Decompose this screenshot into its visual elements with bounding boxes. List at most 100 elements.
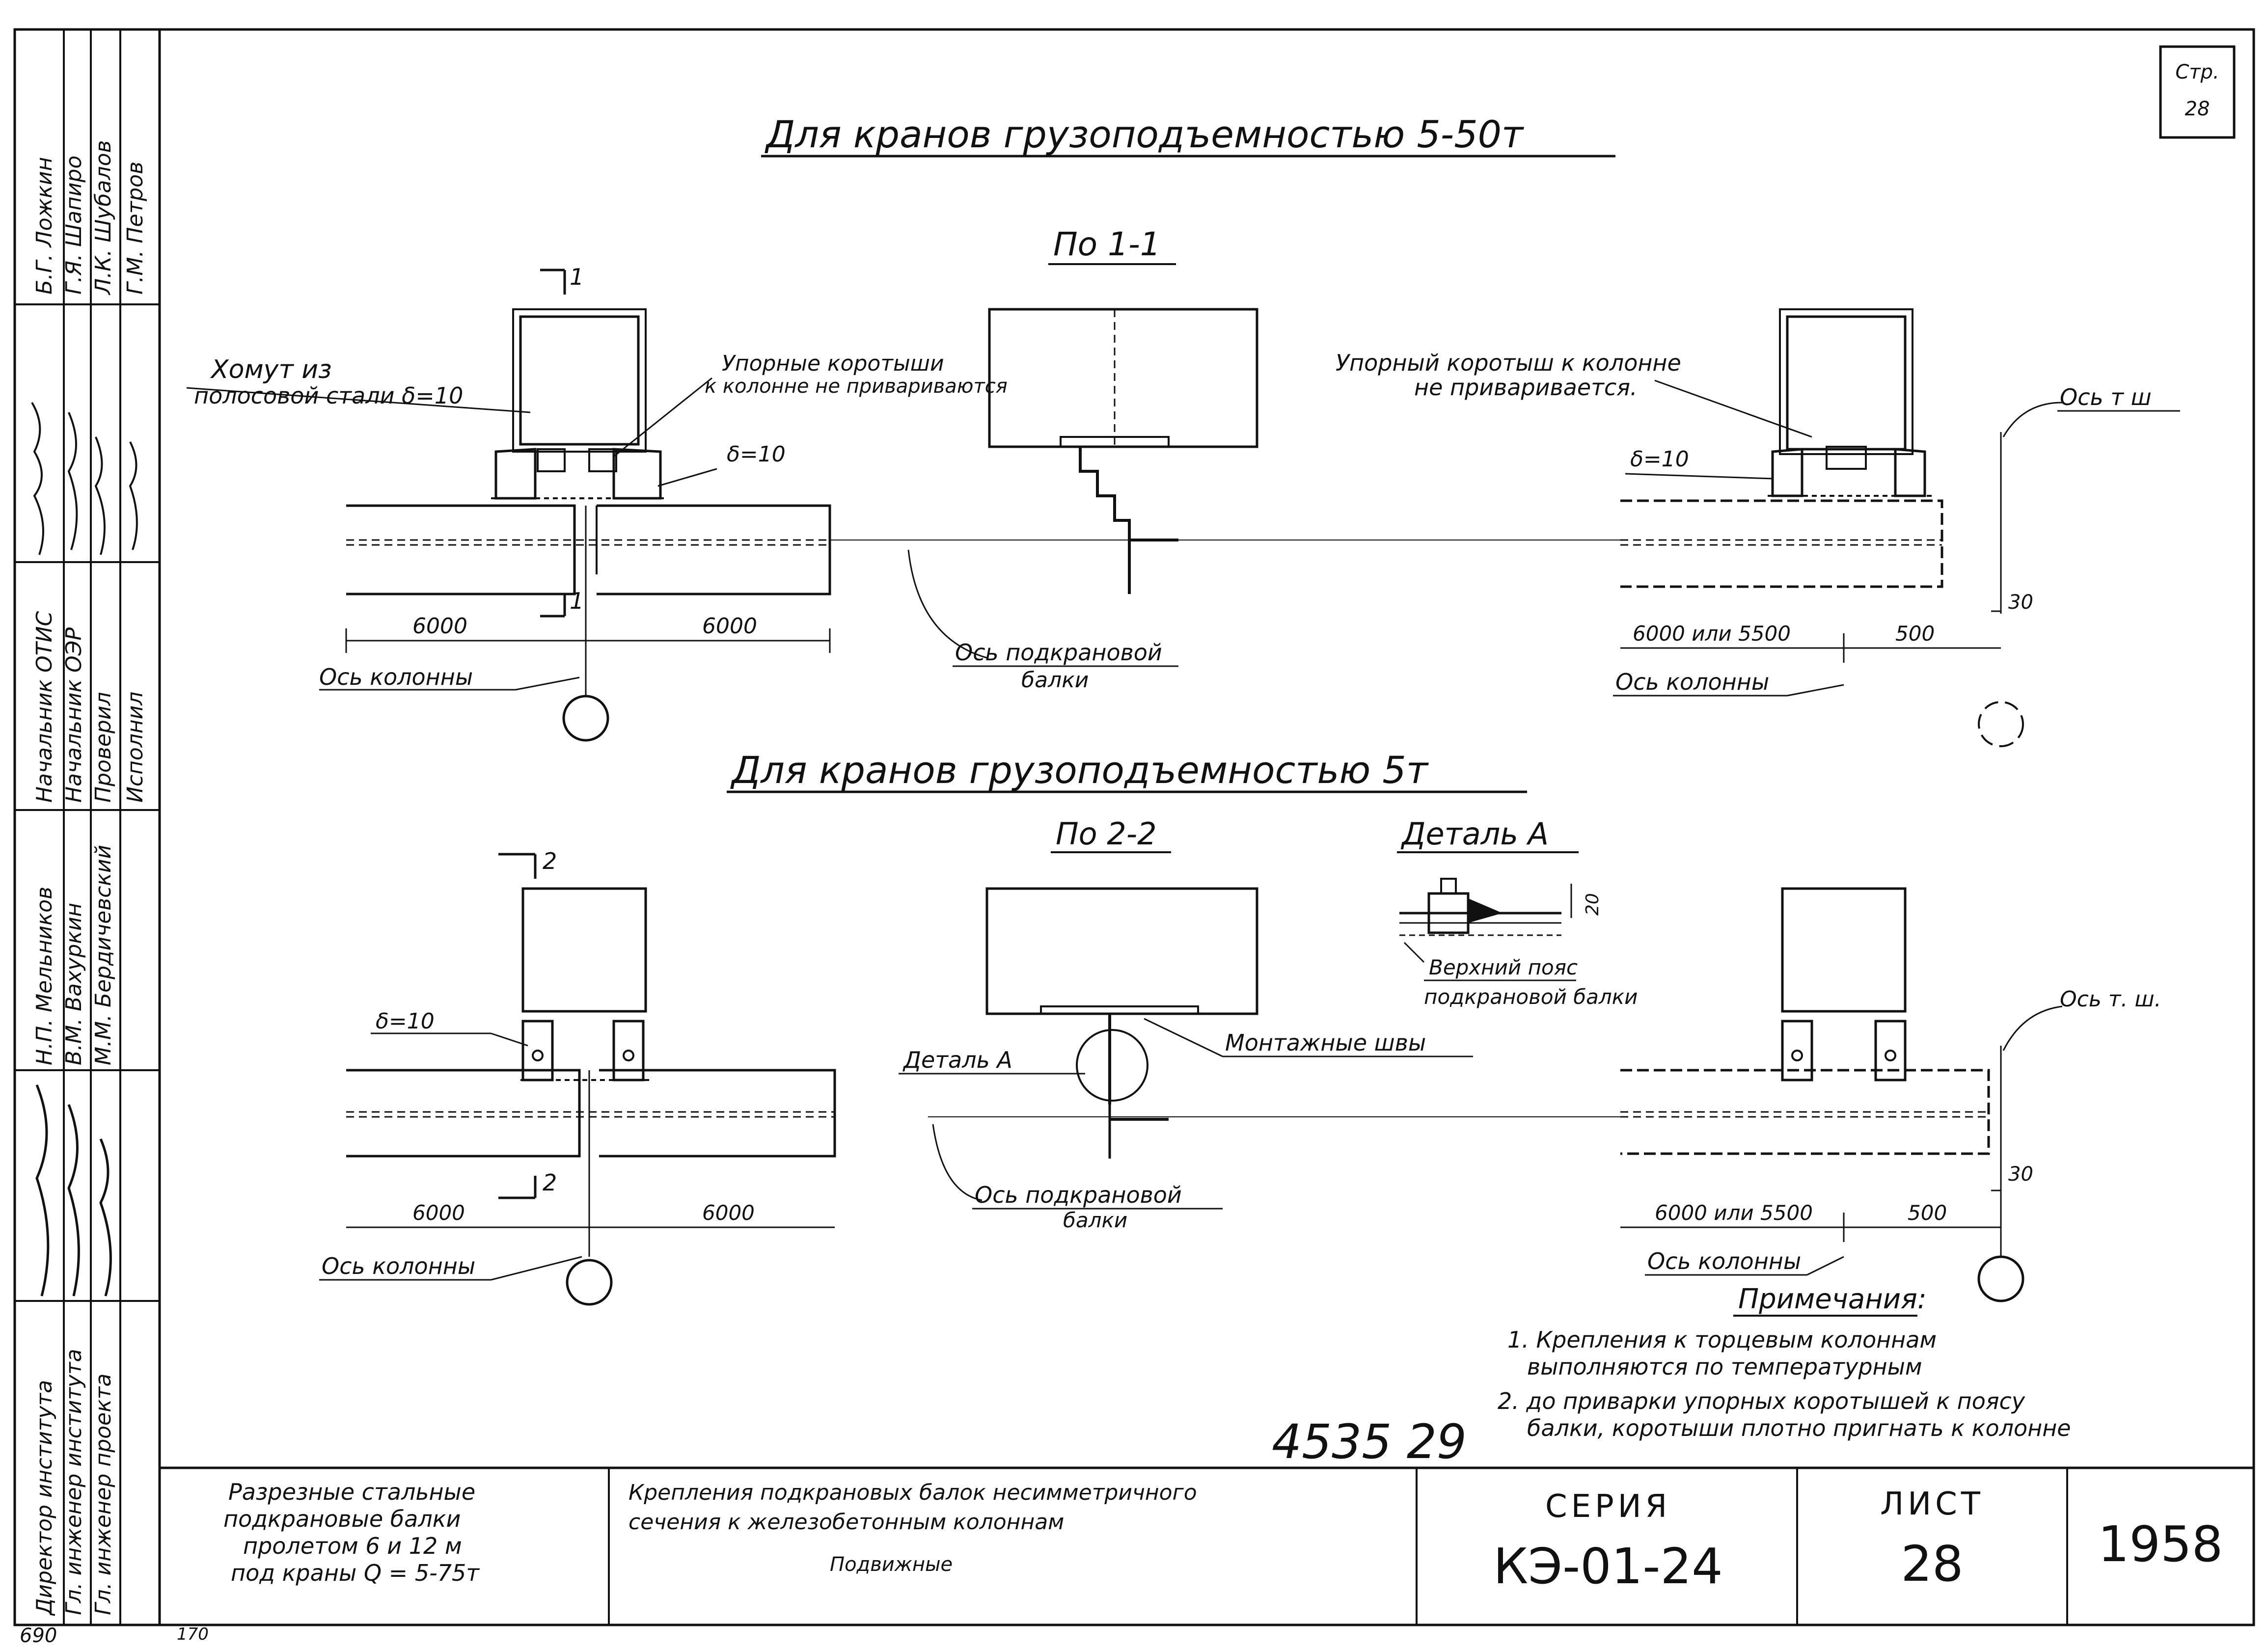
axis-beam-1: Ось подкрановой: [955, 639, 1162, 666]
name-7: М.М. Бердичевский: [91, 845, 116, 1065]
detail-dim-20: 20: [1583, 893, 1603, 916]
top-left-assembly: 1 1 6000 6000 Ось колонны Хомут из полос…: [186, 264, 1008, 742]
name-2: Г.Я. Шапиро: [61, 156, 86, 295]
subject-1: Крепления подкрановых балок несимметричн…: [628, 1480, 1197, 1505]
signature-scribble: [99, 1138, 112, 1297]
end-column-axis-marker: [1978, 701, 2024, 747]
signature-scribble: [67, 1104, 80, 1297]
role-6: Гл. инженер института: [61, 1349, 86, 1615]
end-column-section-2: [1781, 887, 1907, 1013]
role-7: Гл. инженер проекта: [91, 1374, 116, 1615]
sheet-label: ЛИСТ: [1880, 1486, 1984, 1522]
section-title-top: Для кранов грузоподъемностью 5-50т: [765, 112, 1525, 156]
desc-4: под краны Q = 5-75т: [231, 1560, 480, 1586]
notes-block: Примечания: 1. Крепления к торцевым коло…: [1498, 1283, 2071, 1441]
dim-r1-bottom: 6000 или 5500: [1655, 1201, 1813, 1225]
subject-3: Подвижные: [830, 1553, 953, 1576]
notes-title: Примечания:: [1738, 1283, 1927, 1315]
subject-2: сечения к железобетонным колоннам: [628, 1510, 1064, 1535]
delta-right-top: δ=10: [1630, 447, 1689, 472]
corner-number-mid: 170: [177, 1624, 209, 1644]
label-stop-right-1: Упорный коротыш к колонне: [1336, 350, 1681, 376]
role-4: Исполнил: [123, 692, 148, 803]
dim-6000-b: 6000: [702, 614, 757, 639]
column-axis-marker-2: [566, 1259, 613, 1306]
note-line-3: 2. до приварки упорных коротышей к поясу: [1498, 1388, 2025, 1414]
column-cut: [988, 308, 1258, 448]
signature-scribble: [35, 1084, 50, 1297]
name-6: В.М. Вахуркин: [61, 903, 86, 1065]
page-label: Стр.: [2175, 61, 2219, 83]
cut-mark-1-top: 1: [570, 264, 584, 290]
title-block: Разрезные стальные подкрановые балки про…: [160, 1466, 2254, 1625]
name-3: Л.К. Шубалов: [91, 140, 116, 296]
bottom-left-assembly: 2 2 δ=10 6000 6000 Ось колонны: [319, 848, 836, 1306]
view-title-2-2: По 2-2: [1056, 816, 1157, 852]
signature-scribble: [67, 412, 78, 550]
section-title-bottom: Для кранов грузоподъемностью 5т: [730, 748, 1429, 792]
desc-1: Разрезные стальные: [228, 1479, 475, 1505]
desc-2: подкрановые балки: [223, 1506, 461, 1532]
axis-beam-2: балки: [1021, 668, 1089, 693]
bottom-middle-section: Деталь А Монтажные швы Ось подкрановой б…: [899, 887, 1620, 1232]
column-axis-marker: [562, 695, 609, 742]
signature-strip: Начальник ОТИС Начальник ОЭР Проверил Ис…: [31, 140, 148, 1616]
column-section-2: [521, 887, 647, 1013]
desc-3: пролетом 6 и 12 м: [243, 1533, 462, 1559]
dim-r3-bottom: 30: [2008, 1163, 2033, 1186]
axis-column-right-bottom: Ось колонны: [1647, 1248, 1801, 1274]
dim-6000-d: 6000: [702, 1201, 755, 1225]
corner-number-left: 690: [20, 1624, 57, 1647]
role-1: Начальник ОТИС: [32, 611, 57, 803]
signature-scribble: [31, 402, 44, 555]
outer-frame: [13, 28, 2255, 1626]
signature-scribble: [129, 441, 138, 550]
name-1: Б.Г. Ложкин: [32, 157, 57, 295]
cut-mark-2-top: 2: [543, 848, 557, 874]
detail-a-drawing: 20 Верхний пояс подкрановой балки: [1399, 878, 1638, 1009]
series-label: СЕРИЯ: [1545, 1488, 1671, 1525]
dim-r3-top: 30: [2008, 591, 2033, 614]
end-column-section: [1786, 315, 1907, 451]
detail-cap-1: Верхний пояс: [1429, 955, 1578, 979]
role-5: Директор института: [32, 1380, 57, 1616]
label-clamp-1: Хомут из: [210, 355, 332, 384]
axis-column-right-top: Ось колонны: [1615, 669, 1769, 695]
role-2: Начальник ОЭР: [61, 627, 86, 803]
detail-a-callout-circle: [1076, 1029, 1148, 1102]
handwritten-number: 4535 29: [1272, 1414, 1467, 1469]
label-stop-right-2: не приваривается.: [1414, 374, 1638, 401]
note-line-2: выполняются по температурным: [1527, 1353, 1922, 1380]
bottom-right-assembly: Ось т. ш. 6000 или 5500 500 30 Ось колон…: [1620, 887, 2161, 1302]
year: 1958: [2098, 1515, 2223, 1573]
delta-left-bottom: δ=10: [376, 1009, 435, 1034]
column-section: [519, 315, 640, 446]
page-number: 28: [2185, 98, 2210, 120]
delta-left-top: δ=10: [727, 442, 786, 467]
note-line-4: балки, коротыши плотно пригнать к колонн…: [1527, 1415, 2071, 1441]
dim-6000-c: 6000: [412, 1201, 465, 1225]
dim-r2-top: 500: [1895, 622, 1935, 646]
axis-beam-2-bottom: балки: [1063, 1208, 1127, 1232]
cut-mark-2-bottom: 2: [543, 1169, 557, 1196]
axis-ts-bottom: Ось т. ш.: [2060, 987, 2161, 1012]
top-middle-section: Ось подкрановой балки: [830, 308, 1620, 693]
weld-label: Монтажные швы: [1225, 1029, 1426, 1056]
detail-a-label: Деталь А: [902, 1047, 1012, 1073]
top-right-assembly: Ось т ш Упорный коротыш к колонне не при…: [1336, 308, 2180, 747]
axis-column-label: Ось колонны: [319, 664, 473, 690]
name-5: Н.П. Мельников: [32, 887, 57, 1065]
end-column-axis-marker-2: [1977, 1255, 2024, 1302]
dim-r2-bottom: 500: [1908, 1201, 1947, 1225]
column-cut-2: [985, 887, 1258, 1015]
cut-mark-1-bottom: 1: [570, 588, 584, 614]
label-stops-1: Упорные коротыши: [722, 351, 944, 376]
axis-column-label-2: Ось колонны: [322, 1253, 475, 1279]
dim-r1-top: 6000 или 5500: [1633, 622, 1791, 646]
page-number-box: [2159, 45, 2236, 139]
series-value: КЭ-01-24: [1493, 1538, 1722, 1595]
sheet-value: 28: [1901, 1535, 1963, 1593]
dim-6000-a: 6000: [412, 614, 467, 639]
